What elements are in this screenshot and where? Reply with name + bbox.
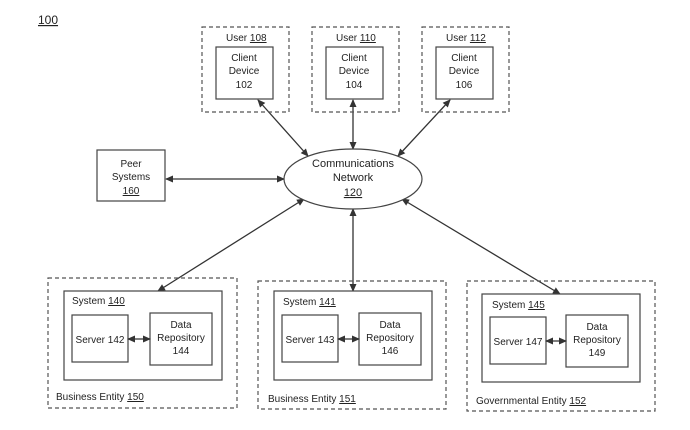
system-label: System 141: [283, 297, 336, 308]
peer-ref: 160: [123, 186, 140, 197]
entity-label: Business Entity 150: [56, 392, 144, 403]
edge-user3-network: [397, 99, 451, 157]
data-repository-box: [149, 312, 213, 366]
peer-systems-node: Peer Systems 160: [96, 149, 166, 202]
peer-label-line1: Peer: [120, 159, 142, 170]
server-label: Server 142: [76, 335, 125, 346]
network-label-line1: Communications: [312, 158, 394, 170]
client-device-box: [325, 46, 384, 100]
repo-label-line1: Data: [379, 320, 401, 331]
server-label: Server 143: [286, 335, 335, 346]
user-label: User 108: [226, 33, 267, 44]
user-group-110: User 110 Client Device 104: [311, 26, 400, 113]
device-ref: 102: [236, 80, 253, 91]
device-label-line1: Client: [341, 53, 367, 64]
edge-system145-network: [401, 198, 561, 295]
server-box: [489, 316, 547, 365]
device-label-line1: Client: [451, 53, 477, 64]
data-repository-box: [358, 312, 422, 366]
user-group-112: User 112 Client Device 106: [421, 26, 510, 113]
user-label: User 112: [446, 33, 486, 44]
device-ref: 104: [346, 80, 363, 91]
communications-network-node: Communications Network 120: [283, 148, 423, 210]
device-label-line2: Device: [449, 66, 480, 77]
device-ref: 106: [456, 80, 473, 91]
figure-reference: 100: [38, 13, 58, 27]
entity-label: Business Entity 151: [268, 394, 356, 405]
repo-label-line2: Repository: [157, 333, 205, 344]
peer-label-line2: Systems: [112, 172, 150, 183]
device-label-line1: Client: [231, 53, 257, 64]
client-device-box: [215, 46, 274, 100]
entity-label: Governmental Entity 152: [476, 396, 587, 407]
server-box: [281, 314, 339, 363]
repo-label-line2: Repository: [366, 333, 414, 344]
network-label-line2: Network: [333, 172, 374, 184]
user-group-108: User 108 Client Device 102: [201, 26, 290, 113]
repo-label-line2: Repository: [573, 335, 621, 346]
server-label: Server 147: [494, 337, 543, 348]
client-device-box: [435, 46, 494, 100]
repo-ref: 144: [173, 346, 190, 357]
network-ref: 120: [344, 187, 362, 199]
connections: [157, 99, 561, 295]
system-label: System 145: [492, 300, 545, 311]
edge-user1-network: [257, 99, 309, 157]
edge-system140-network: [157, 198, 305, 292]
repo-label-line1: Data: [170, 320, 192, 331]
repo-ref: 146: [382, 346, 399, 357]
entity-151: System 141 Server 143 Data Repository 14…: [257, 280, 447, 410]
user-label: User 110: [336, 33, 376, 44]
system-label: System 140: [72, 296, 125, 307]
entity-150: System 140 Server 142 Data Repository 14…: [47, 277, 238, 409]
device-label-line2: Device: [229, 66, 260, 77]
server-box: [71, 314, 129, 363]
repo-label-line1: Data: [586, 322, 608, 333]
device-label-line2: Device: [339, 66, 370, 77]
repo-ref: 149: [589, 348, 606, 359]
entity-152: System 145 Server 147 Data Repository 14…: [466, 280, 656, 412]
data-repository-box: [565, 314, 629, 368]
